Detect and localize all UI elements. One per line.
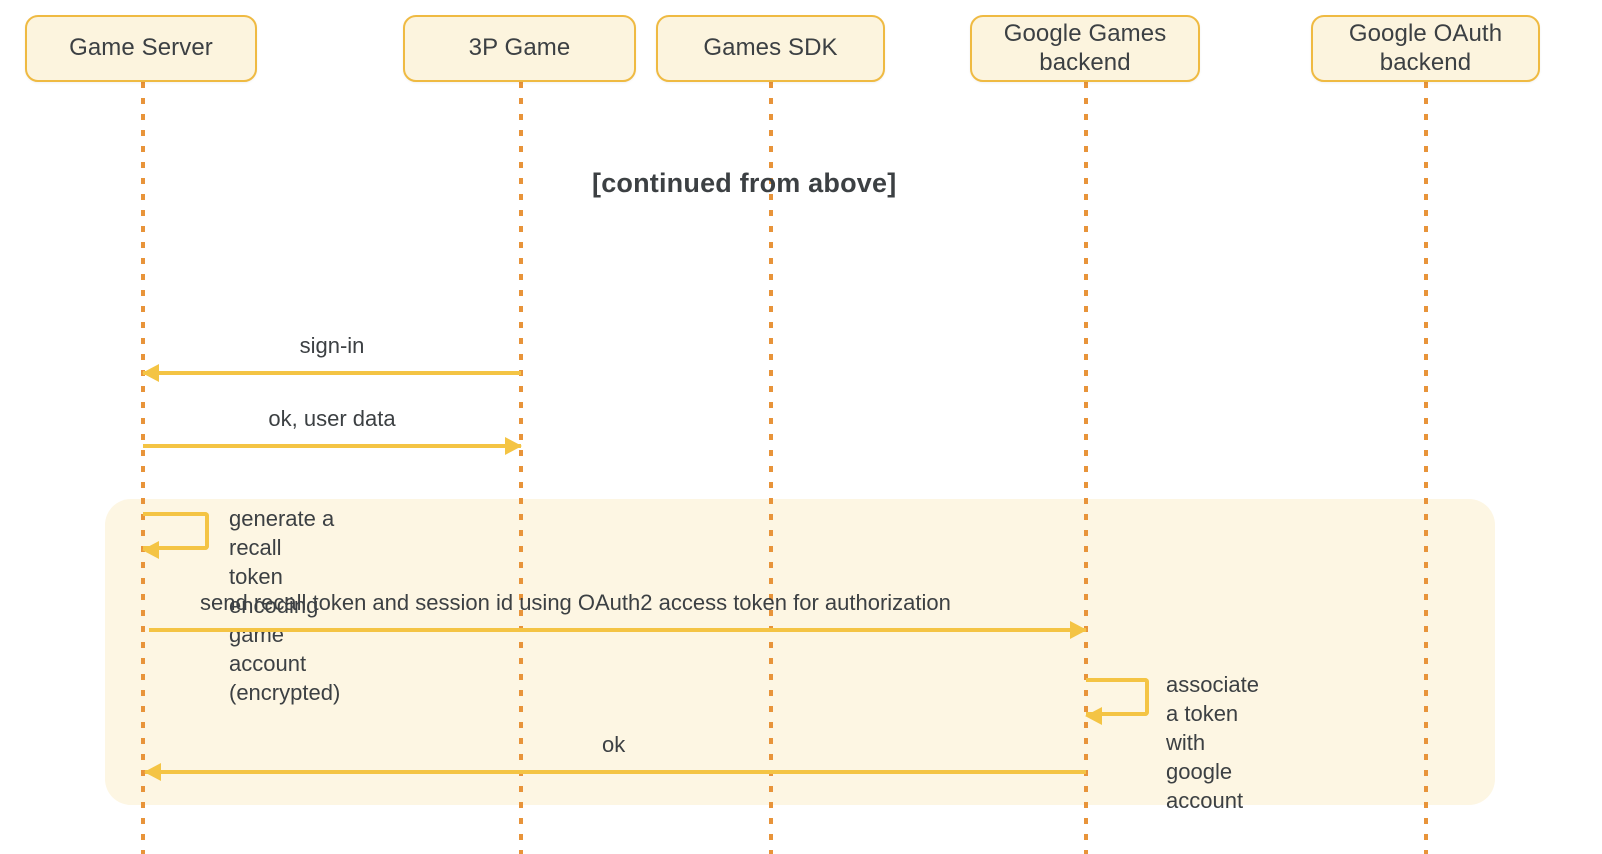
participant-label: Games SDK [703,34,838,62]
arrowhead-left-icon [142,364,159,382]
message-line [145,770,1086,774]
message-ok-user-data[interactable]: ok, user data [143,406,522,455]
lifeline-third-party-game [519,82,523,854]
lifeline-google-games-backend [1084,82,1088,854]
lifeline-game-server [141,82,145,854]
arrowhead-left-icon [142,541,159,559]
participant-label: Game Server [69,34,213,62]
message-line [143,444,521,448]
highlight-band [105,499,1495,805]
message-label: ok, user data [268,405,396,431]
self-message-associate-token[interactable]: associate a token with google account [1085,672,1259,813]
participant-label: Google OAuth backend [1348,20,1503,76]
lifeline-google-oauth-backend [1424,82,1428,854]
arrowhead-right-icon [1070,621,1087,639]
participant-third-party-game[interactable]: 3P Game [403,15,636,82]
message-line [143,371,521,375]
participant-games-sdk[interactable]: Games SDK [656,15,885,82]
self-message-loop [1086,678,1149,716]
self-message-loop [143,512,209,550]
arrowhead-right-icon [505,437,522,455]
arrowhead-left-icon [1085,707,1102,725]
message-label: sign-in [299,332,365,358]
message-label: ok [602,731,626,757]
arrowhead-left-icon [144,763,161,781]
participant-label: 3P Game [468,34,571,62]
participant-label: Google Games backend [1003,20,1167,76]
self-message-label: generate a recall token encoding game ac… [229,506,341,706]
message-send-recall-token[interactable]: send recall token and session id using O… [149,590,1087,639]
message-ok-response[interactable]: ok [144,732,1086,781]
continued-from-above-note: [continued from above] [592,168,897,198]
self-message-label: associate a token with google account [1166,672,1259,814]
message-label: send recall token and session id using O… [200,589,951,615]
self-message-generate-recall-token[interactable]: generate a recall token encoding game ac… [142,506,340,705]
participant-google-games-backend[interactable]: Google Games backend [970,15,1200,82]
participant-game-server[interactable]: Game Server [25,15,257,82]
participant-google-oauth-backend[interactable]: Google OAuth backend [1311,15,1540,82]
message-sign-in[interactable]: sign-in [142,333,521,382]
message-line [149,628,1086,632]
lifeline-games-sdk [769,82,773,854]
